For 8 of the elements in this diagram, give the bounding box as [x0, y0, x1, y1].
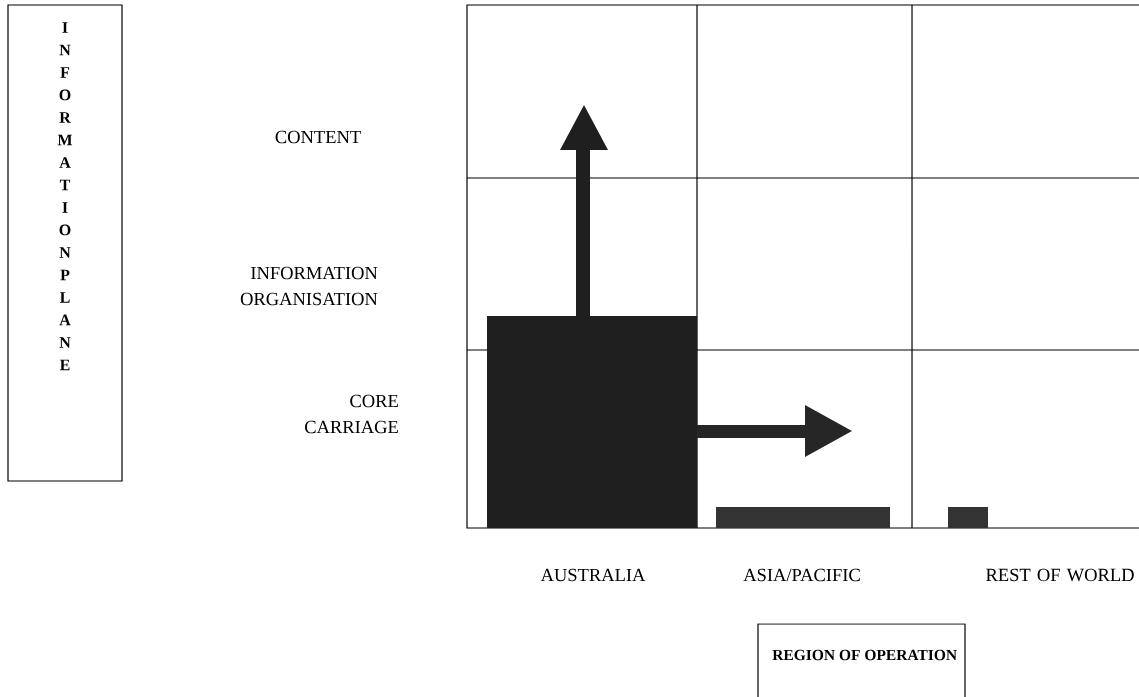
label-box: REGION OF OPERATION [757, 623, 966, 697]
axis-label: INFORMATION ORGANISATION [240, 266, 378, 306]
label-box: INFORMATION PLANE [7, 4, 123, 482]
axis-label: CORE CARRIAGE [305, 394, 398, 434]
axis-label: ASIA/PACIFIC [743, 568, 860, 582]
axis-label: REST OF WORLD [986, 568, 1134, 582]
axis-label: CONTENT [275, 130, 361, 144]
axis-label: AUSTRALIA [540, 568, 646, 582]
